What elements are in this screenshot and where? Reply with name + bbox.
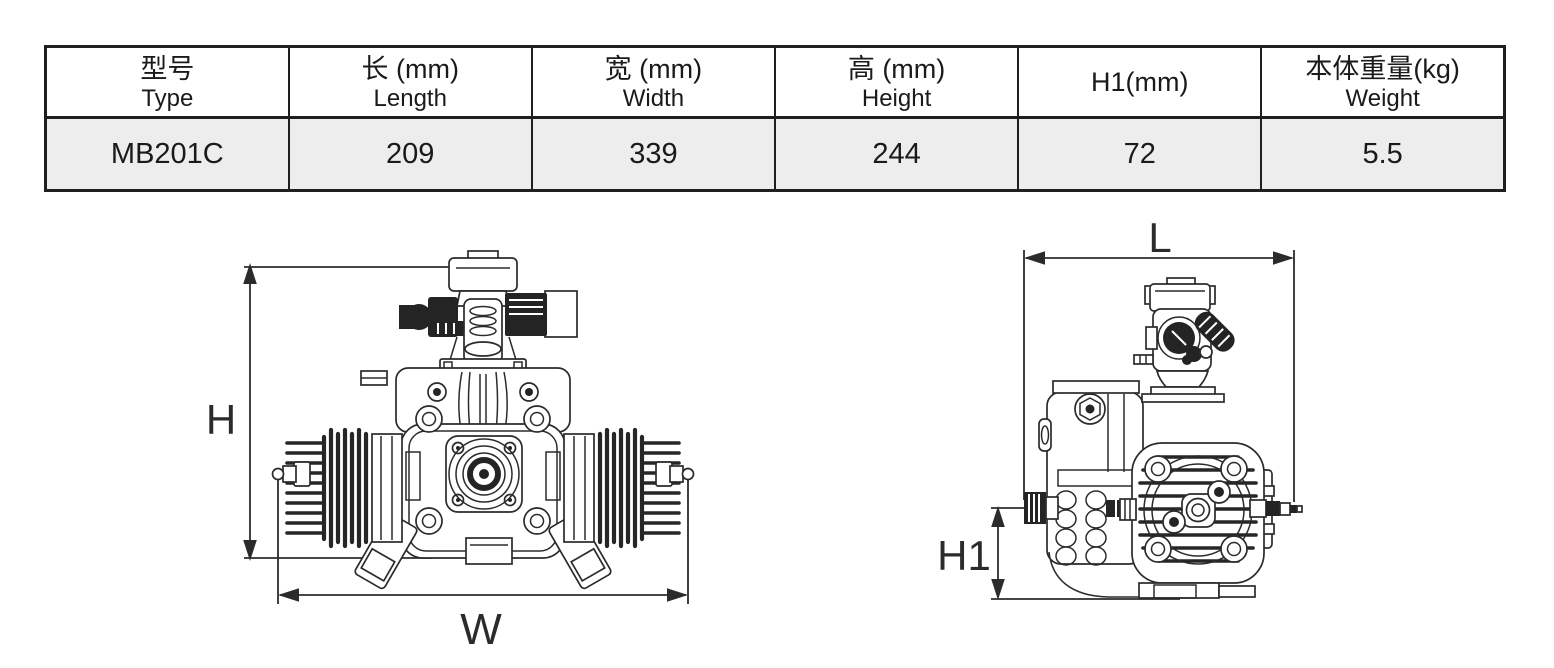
cell-height: 244 [773, 116, 1020, 192]
dimension-label-h1: H1 [937, 532, 991, 579]
header-length-en: Length [373, 84, 447, 112]
side-crankcase [1024, 380, 1150, 598]
arrow-right-icon [1273, 251, 1294, 265]
side-cylinder-head [1119, 442, 1275, 584]
side-prop-shaft [1249, 499, 1303, 518]
dimension-label-l: L [1148, 214, 1171, 261]
header-width-en: Width [622, 84, 685, 112]
header-weight: 本体重量(kg) Weight [1260, 45, 1506, 119]
front-right-cylinder [564, 430, 694, 546]
cell-weight: 5.5 [1260, 116, 1506, 192]
side-carburetor-assembly [1133, 277, 1235, 403]
header-h1: H1(mm) [1017, 45, 1263, 119]
header-height: 高 (mm) Height [773, 45, 1020, 119]
arrow-down-icon [991, 579, 1005, 600]
header-weight-en: Weight [1345, 84, 1420, 112]
dimension-l: L [1023, 214, 1295, 502]
dimension-label-h: H [206, 396, 236, 443]
header-type-zh: 型号 [140, 53, 195, 84]
arrow-right-icon [667, 588, 688, 602]
arrow-up-icon [991, 506, 1005, 527]
arrow-left-icon [278, 588, 299, 602]
cell-length: 209 [287, 116, 533, 192]
front-view-drawing: H W [206, 250, 694, 654]
side-engine-base [1138, 582, 1256, 599]
dimension-label-w: W [460, 605, 502, 654]
header-height-en: Height [861, 84, 932, 112]
front-bottom-mounts [354, 512, 612, 590]
front-prop-hub [445, 435, 523, 513]
header-width: 宽 (mm) Width [530, 45, 776, 119]
arrow-up-icon [243, 263, 257, 284]
spark-plug [271, 461, 311, 487]
arrow-left-icon [1024, 251, 1045, 265]
header-width-zh: 宽 (mm) [604, 53, 703, 84]
heatsink-bar [1194, 311, 1235, 352]
header-weight-zh: 本体重量(kg) [1305, 53, 1460, 84]
front-left-cylinder [271, 427, 403, 549]
spec-table-data-row: MB201C 209 339 244 72 5.5 [44, 116, 1506, 192]
side-view-drawing: L H1 [937, 214, 1303, 600]
choke-plate [544, 290, 578, 338]
cell-type: MB201C [44, 116, 290, 192]
cell-h1: 72 [1017, 116, 1263, 192]
dimension-w: W [277, 480, 689, 654]
header-type-en: Type [141, 84, 194, 112]
spec-table: 型号 Type 长 (mm) Length 宽 (mm) Width 高 (mm… [44, 45, 1506, 192]
header-length-zh: 长 (mm) [361, 53, 459, 84]
front-carburetor-assembly [399, 250, 578, 373]
header-length: 长 (mm) Length [287, 45, 533, 119]
cell-width: 339 [530, 116, 776, 192]
header-height-zh: 高 (mm) [847, 53, 946, 84]
header-h1-zh: H1(mm) [1090, 67, 1189, 97]
header-type: 型号 Type [44, 45, 290, 119]
arrow-down-icon [243, 540, 257, 561]
fuel-barb [1133, 354, 1154, 365]
spec-table-header-row: 型号 Type 长 (mm) Length 宽 (mm) Width 高 (mm… [44, 45, 1506, 119]
